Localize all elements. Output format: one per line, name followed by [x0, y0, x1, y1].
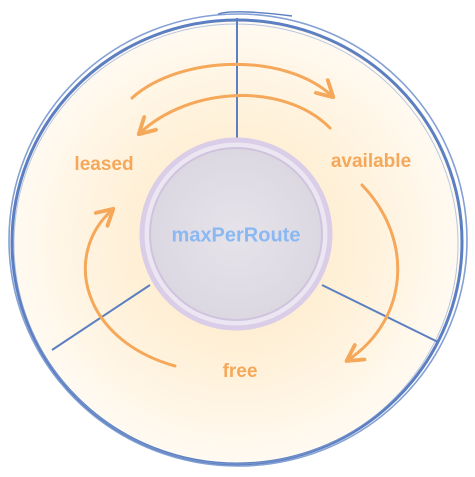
center-hub — [149, 147, 323, 321]
arrow-free-to-leased — [83, 210, 177, 368]
segment-label-free: free — [222, 361, 258, 382]
top-sketch-mark — [217, 11, 293, 17]
segment-label-available: available — [330, 151, 412, 172]
arrow-leased-to-available — [130, 62, 332, 100]
divider-right — [321, 284, 439, 343]
segment-label-leased: leased — [74, 154, 134, 175]
outer-ring-sketch — [8, 13, 468, 467]
arrow-available-to-free — [348, 183, 400, 360]
arrow-available-to-leased — [140, 94, 332, 133]
center-label: maxPerRoute — [171, 224, 301, 247]
